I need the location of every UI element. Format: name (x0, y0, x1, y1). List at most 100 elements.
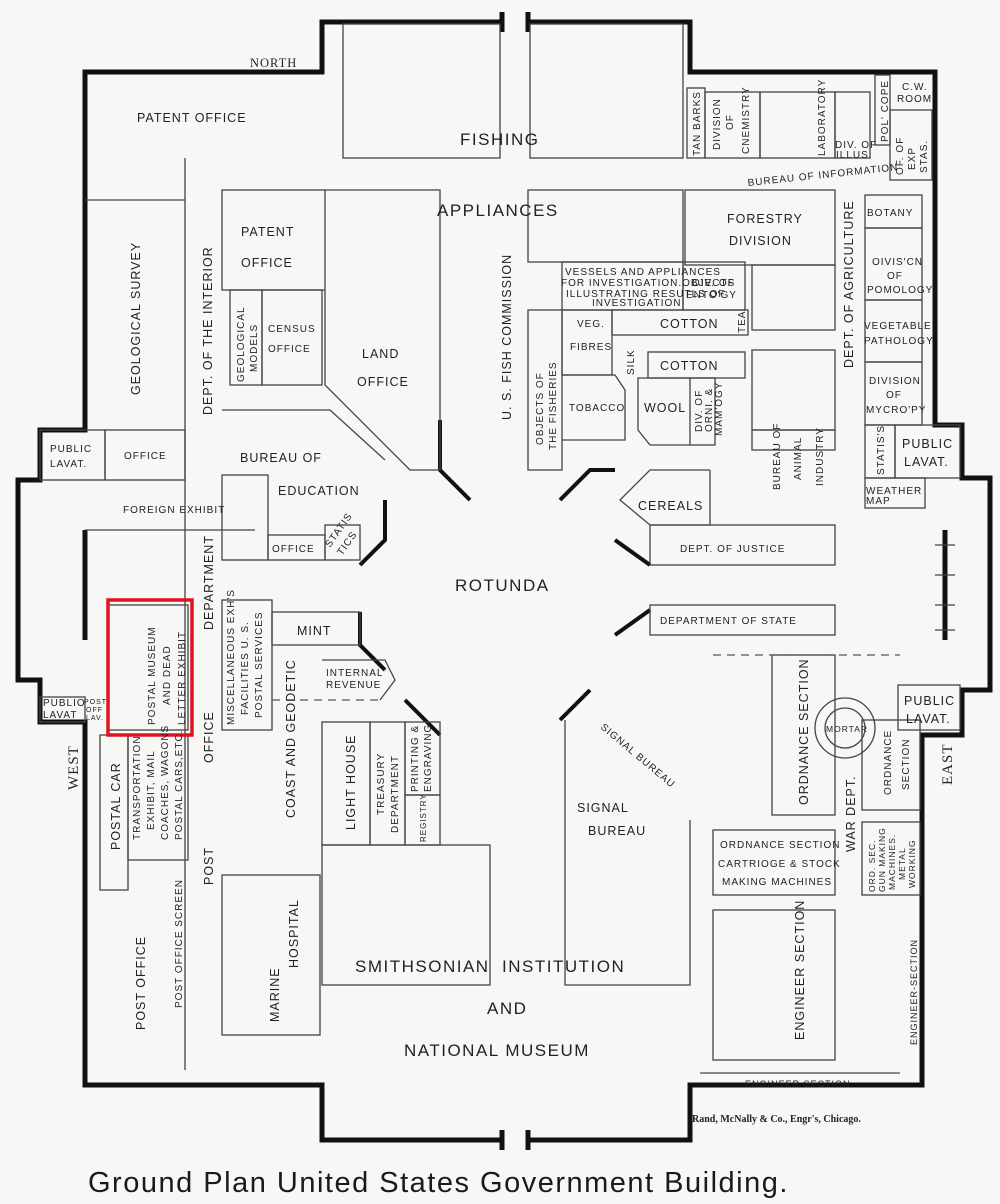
label-light-house: LIGHT HOUSE (344, 734, 358, 830)
label-smithsonian: SMITHSONIAN INSTITUTION (355, 957, 625, 976)
label-postal-car: POSTAL CAR (109, 762, 123, 850)
label-vessels-3: ILLUSTRATING RESUTLS OF (566, 289, 726, 300)
label-gun-2: GUN MAKING (877, 827, 887, 892)
label-misc-3: POSTAL SERVICES (254, 611, 265, 718)
label-entogy-2: ENTO'GY (686, 290, 737, 301)
label-printing-2: ENGRAVING (423, 724, 434, 792)
label-gun-1: ORD. SEC. (867, 840, 877, 892)
label-wool: WOOL (644, 401, 686, 415)
engraver-credit: Rand, McNally & Co., Engr's, Chicago. (692, 1114, 861, 1125)
label-cotton-2: COTTON (660, 359, 719, 373)
label-mortar: MORTAR (826, 724, 868, 734)
label-marine-hospital-2: HOSPITAL (287, 899, 301, 968)
label-geological-survey: GEOLOGICAL SURVEY (129, 242, 143, 395)
label-publio-lavat-1: PUBLIO (43, 698, 86, 709)
label-lavat-west-1: PUBLIC (50, 444, 92, 455)
label-animal-2: ANIMAL (793, 437, 804, 480)
label-fisheries-2: THE FISHERIES (548, 361, 559, 450)
compass-north: NORTH (250, 56, 297, 70)
label-engineer-section: ENGINEER SECTION (793, 900, 807, 1040)
label-exp-stas-2: EXP (907, 147, 918, 170)
label-weather-1: WEATHER (866, 486, 922, 497)
label-education-1: BUREAU OF (240, 451, 322, 465)
label-geo-models-1: GEOLOGICAL (236, 306, 247, 382)
label-transport-4: POSTAL CARS,ETC. (174, 730, 185, 840)
label-of-chem: OF (725, 114, 736, 130)
label-cw-room-1: C.W. (902, 82, 928, 93)
label-war-dept: WAR DEPT. (844, 775, 858, 852)
label-pol-cope: POL' COPE (880, 80, 891, 142)
label-printing-1: PRINTING & (410, 725, 421, 792)
label-div-illus-1: DIV. OF (835, 140, 877, 151)
label-transport-1: TRANSPORTATION (132, 735, 143, 840)
label-mycro-2: OF (886, 390, 902, 401)
label-pomology-3: POMOLOGY (867, 285, 933, 296)
label-engineer-section-right: ENGINEER-SECTION (909, 939, 919, 1045)
label-post-office: POST OFFICE (134, 936, 148, 1030)
label-treasury-2: DEPARTMENT (390, 755, 401, 833)
label-silk: SILK (626, 349, 637, 375)
label-mint: MINT (297, 624, 332, 638)
label-census-1: CENSUS (268, 324, 316, 335)
label-transport-2: EXHIBIT, MAIL (146, 750, 157, 830)
label-cartridge-3: MAKING MACHINES (722, 877, 832, 888)
label-forestry-2: DIVISION (729, 234, 792, 248)
label-orni-1: DIV. OF (694, 390, 705, 432)
label-exp-stas-1: OF. OF (895, 137, 906, 175)
label-cw-room-2: ROOM (897, 94, 932, 105)
label-patent-office-top: PATENT OFFICE (137, 111, 247, 125)
label-misc-2: FACILITIES U. S. (240, 621, 251, 715)
label-dept-interior: DEPT. OF THE INTERIOR (201, 246, 215, 415)
label-national-museum: NATIONAL MUSEUM (404, 1041, 590, 1060)
label-tobacco: TOBACCO (569, 403, 625, 414)
label-vessels-2: FOR INVESTIGATION.OBJECTS (561, 278, 735, 289)
label-signal-1: SIGNAL (577, 801, 629, 815)
label-pomology-1: OIVIS'CN (872, 257, 923, 268)
label-geo-models-2: MODELS (249, 324, 260, 372)
label-vessels-4: INVESTIGATION (592, 298, 682, 309)
label-signal-2: BUREAU (588, 824, 646, 838)
label-gun-5: WORKING (907, 839, 917, 888)
label-statis: STATIS'S (876, 425, 887, 475)
label-publio-lavat-2: LAVAT (43, 710, 77, 721)
label-rotunda: ROTUNDA (455, 576, 550, 595)
label-engineer-section-bottom: ENGINEER SECTION (745, 1079, 851, 1089)
label-public-lavat-e1: PUBLIC (902, 437, 953, 451)
label-post-office-screen: POST OFFICE SCREEN (174, 879, 185, 1008)
label-veg: VEG. (577, 319, 605, 330)
label-office-vert: OFFICE (202, 711, 216, 763)
label-internal-revenue-2: REVENUE (326, 680, 381, 691)
room-outlines (39, 23, 961, 1074)
label-land-2: OFFICE (357, 375, 409, 389)
compass-east: EAST (940, 744, 956, 786)
label-animal-3: INDUSTRY (815, 427, 826, 486)
label-postal-museum-1: POSTAL MUSEUM (147, 626, 158, 725)
label-public-lavat-e2: LAVAT. (904, 455, 949, 469)
label-orni-2: ORNI. & (704, 388, 715, 432)
label-cartridge-2: CARTRIOGE & STOCK (718, 859, 841, 870)
label-fish-commission: U. S. FISH COMMISSION (500, 254, 514, 420)
label-cereals: CEREALS (638, 499, 703, 513)
label-cartridge-1: ORDNANCE SECTION (720, 840, 840, 851)
label-pomology-2: OF (887, 271, 903, 282)
label-postal-museum-3: LETTER EXHIBIT (177, 631, 188, 725)
label-misc-1: MISCELLANEOUS EXH'S (226, 589, 237, 725)
label-chemistry: CNEMISTRY (741, 86, 752, 154)
label-dept-agriculture: DEPT. OF AGRICULTURE (842, 200, 856, 368)
plan-caption: Ground Plan United States Government Bui… (88, 1167, 789, 1199)
label-forestry-1: FORESTRY (727, 212, 803, 226)
label-post-off-lav-2: OFF (86, 707, 103, 714)
label-post-off-lav-1: POST (84, 699, 107, 706)
label-mycro-1: DIVISION (869, 376, 921, 387)
label-land-1: LAND (362, 347, 399, 361)
label-laboratory: LABORATORY (817, 79, 828, 156)
label-veg-path-2: PATHOLOGY (864, 336, 934, 347)
compass-west: WEST (66, 745, 82, 790)
label-div-illus-2: ILLUS. (836, 150, 873, 161)
label-office-small: OFFICE (272, 544, 315, 555)
label-animal-1: BUREAU OF (772, 423, 783, 490)
label-and: AND (487, 999, 527, 1018)
label-vessels-1: VESSELS AND APPLIANCES (565, 267, 721, 278)
label-coast-geodetic: COAST AND GEODETIC (284, 659, 298, 818)
